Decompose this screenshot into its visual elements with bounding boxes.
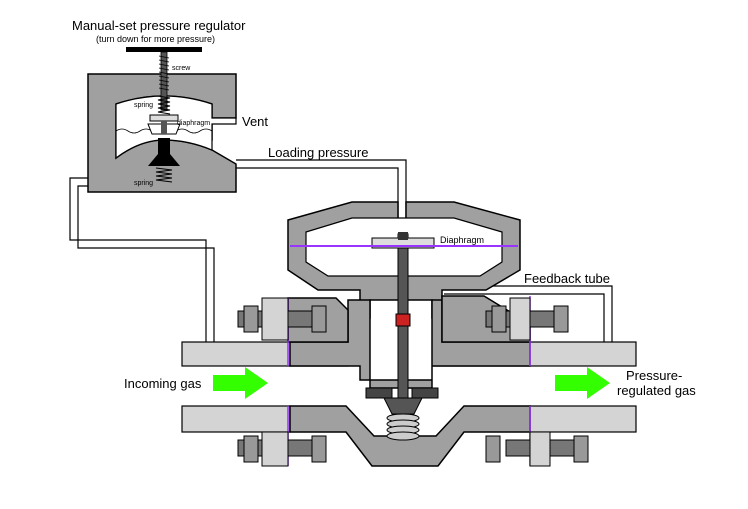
bolt-bottom-left [237, 431, 327, 467]
right-arrow-icon [213, 367, 268, 399]
bolt-top-right [485, 297, 569, 341]
pilot-diaphragm-line [115, 128, 213, 134]
regulator-subtitle: (turn down for more pressure) [96, 34, 215, 44]
pilot-stem [161, 121, 167, 134]
stem-cap [398, 232, 408, 240]
outlet-pipe-bottom [529, 405, 637, 433]
stem-seal [395, 313, 411, 327]
screw-label: screw [172, 65, 191, 72]
screw-threads [158, 55, 170, 91]
pilot-plug [148, 154, 180, 166]
bolt-bottom-right [485, 431, 589, 467]
bolt-top-left [237, 297, 327, 341]
vent-label: Vent [242, 114, 268, 129]
spring-bottom-label: spring [134, 180, 153, 187]
incoming-gas-label: Incoming gas [124, 376, 202, 391]
regulator-title: Manual-set pressure regulator [72, 18, 246, 33]
right-arrow-icon [555, 367, 610, 399]
lower-spring [155, 167, 173, 183]
pilot-plug-stem [158, 138, 170, 154]
valve-plug [383, 397, 423, 415]
handle-bar [126, 47, 202, 52]
supply-tube [69, 177, 215, 342]
pilot-regulator [87, 47, 237, 193]
inlet-pipe-bottom [181, 405, 291, 433]
feedback-tube [444, 285, 613, 342]
return-spring [386, 413, 420, 441]
main-diaphragm-label: Diaphragm [440, 235, 484, 245]
valve-seat-left [365, 387, 393, 399]
main-valve [181, 201, 637, 467]
outlet-label-line2: regulated gas [617, 383, 696, 398]
spring-top-label: spring [134, 102, 153, 109]
loading-pressure-label: Loading pressure [268, 145, 368, 160]
flange-bolts [237, 297, 589, 467]
diaphragm-small-label: diaphragm [177, 120, 210, 127]
pilot-diaphragm-plate [149, 114, 179, 122]
feedback-tube-label: Feedback tube [524, 271, 610, 286]
valve-seat-right [411, 387, 439, 399]
outlet-label-line1: Pressure- [626, 368, 682, 383]
upper-spring [157, 95, 171, 115]
